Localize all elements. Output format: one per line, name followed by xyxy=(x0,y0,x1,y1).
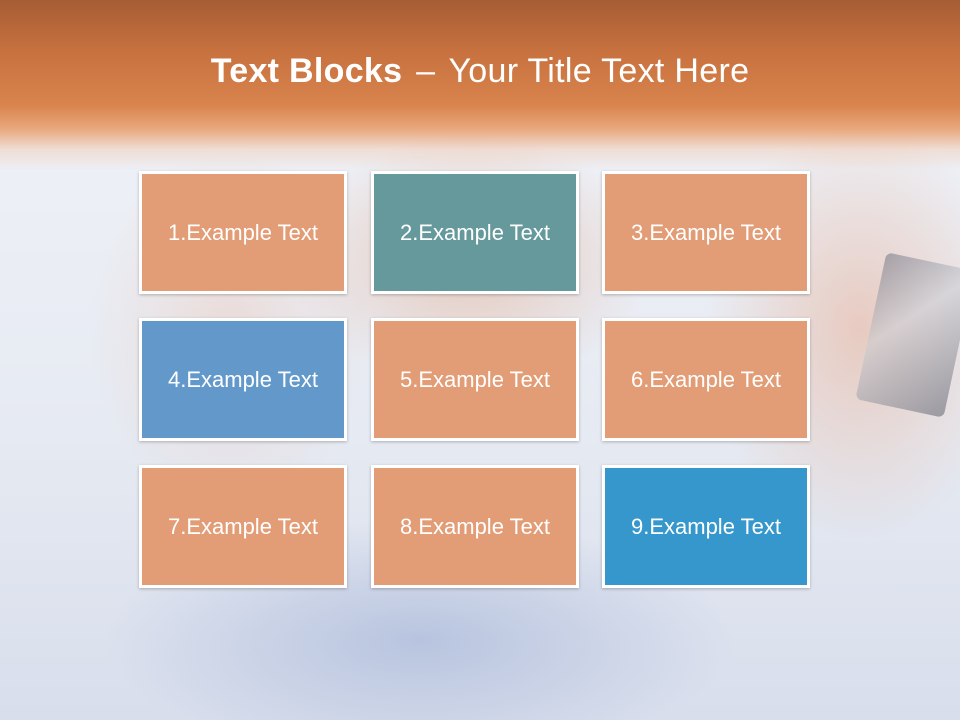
slide-title[interactable]: Text Blocks – Your Title Text Here xyxy=(0,52,960,91)
title-rest: Your Title Text Here xyxy=(448,52,750,90)
text-block-8[interactable]: 8.Example Text xyxy=(371,465,579,588)
text-block-5-label: 5.Example Text xyxy=(399,366,550,392)
title-separator: – xyxy=(416,52,436,90)
text-block-8-label: 8.Example Text xyxy=(399,513,550,539)
text-block-9[interactable]: 9.Example Text xyxy=(602,465,810,588)
text-block-4[interactable]: 4.Example Text xyxy=(139,318,347,441)
title-bold: Text Blocks xyxy=(210,52,403,90)
text-block-2[interactable]: 2.Example Text xyxy=(371,171,579,294)
text-block-9-label: 9.Example Text xyxy=(630,513,781,539)
text-block-6[interactable]: 6.Example Text xyxy=(602,318,810,441)
text-block-5[interactable]: 5.Example Text xyxy=(371,318,579,441)
text-block-4-label: 4.Example Text xyxy=(167,366,318,392)
background-watch-image xyxy=(855,252,960,418)
text-block-1-label: 1.Example Text xyxy=(167,219,318,245)
text-block-2-label: 2.Example Text xyxy=(399,219,550,245)
text-block-7[interactable]: 7.Example Text xyxy=(139,465,347,588)
title-banner xyxy=(0,0,960,170)
text-block-1[interactable]: 1.Example Text xyxy=(139,171,347,294)
text-block-6-label: 6.Example Text xyxy=(630,366,781,392)
text-block-3-label: 3.Example Text xyxy=(630,219,781,245)
text-block-3[interactable]: 3.Example Text xyxy=(602,171,810,294)
text-block-7-label: 7.Example Text xyxy=(167,513,318,539)
